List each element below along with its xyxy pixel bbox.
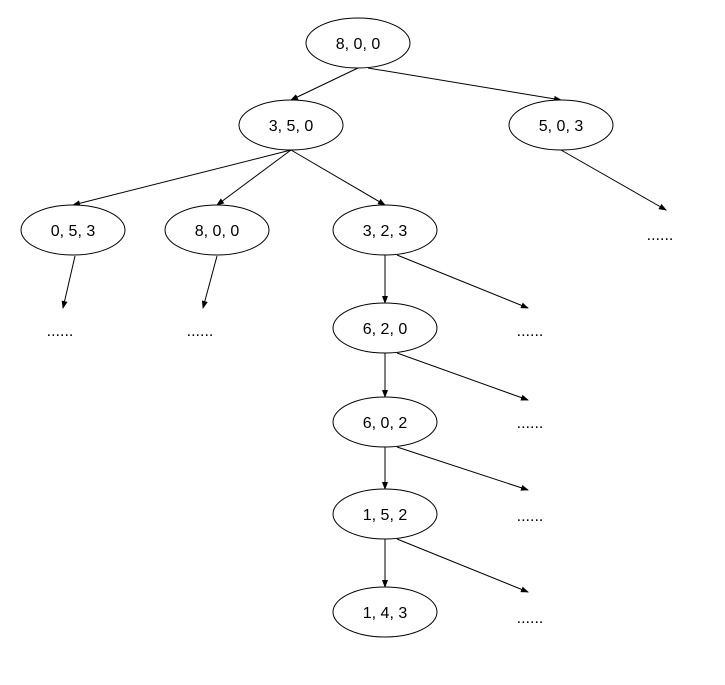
state-node: 8, 0, 0	[164, 204, 270, 256]
node-ellipse	[20, 204, 126, 256]
ellipsis-label: ......	[647, 227, 674, 244]
truncated-branch-arrow	[396, 352, 529, 401]
ellipsis-label: ......	[47, 323, 74, 340]
node-label: 1, 5, 2	[363, 507, 408, 524]
ellipsis-label: ......	[517, 610, 544, 627]
node-label: 0, 5, 3	[51, 223, 96, 240]
node-label: 3, 5, 0	[269, 118, 314, 135]
state-node: 6, 2, 0	[332, 302, 438, 354]
edge-arrow	[216, 149, 292, 206]
edge-arrow	[72, 149, 292, 207]
ellipsis-label: ......	[187, 323, 214, 340]
truncated-branch-arrow	[396, 446, 529, 491]
node-ellipse	[508, 99, 614, 151]
node-label: 6, 2, 0	[363, 321, 408, 338]
truncated-branch-arrow	[201, 255, 218, 309]
node-ellipse	[332, 586, 438, 638]
edge-arrow	[290, 149, 386, 206]
state-node: 1, 5, 2	[332, 488, 438, 540]
ellipsis-label: ......	[517, 323, 544, 340]
ellipsis-label: ......	[517, 415, 544, 432]
node-ellipse	[164, 204, 270, 256]
truncated-branch-arrow	[396, 254, 529, 309]
node-label: 8, 0, 0	[336, 36, 381, 53]
node-label: 8, 0, 0	[195, 223, 240, 240]
node-ellipse	[238, 99, 344, 151]
node-label: 5, 0, 3	[539, 118, 584, 135]
truncated-branch-arrow	[396, 538, 529, 593]
state-node: 3, 2, 3	[332, 204, 438, 256]
node-label: 1, 4, 3	[363, 605, 408, 622]
node-ellipse	[332, 302, 438, 354]
state-node: 5, 0, 3	[508, 99, 614, 151]
state-node: 6, 0, 2	[332, 396, 438, 448]
node-ellipse	[305, 17, 411, 69]
edge-arrow	[290, 67, 359, 101]
truncated-branch-arrow	[61, 255, 76, 309]
node-ellipse	[332, 204, 438, 256]
node-label: 3, 2, 3	[363, 223, 408, 240]
state-node: 0, 5, 3	[20, 204, 126, 256]
state-node: 8, 0, 0	[305, 17, 411, 69]
node-ellipse	[332, 488, 438, 540]
ellipsis-label: ......	[517, 508, 544, 525]
truncated-branch-arrow	[560, 149, 667, 211]
node-label: 6, 0, 2	[363, 415, 408, 432]
state-node: 3, 5, 0	[238, 99, 344, 151]
edge-arrow	[367, 67, 562, 102]
node-ellipse	[332, 396, 438, 448]
state-node: 1, 4, 3	[332, 586, 438, 638]
